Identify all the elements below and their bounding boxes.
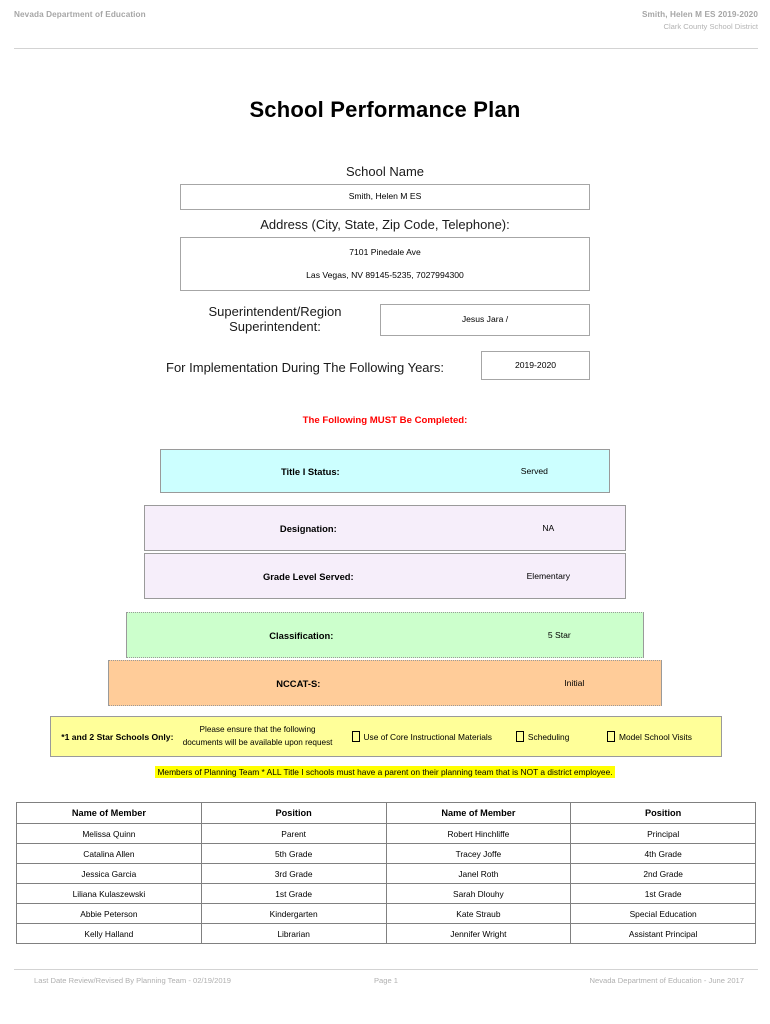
table-row[interactable]: Kelly Halland Librarian Jennifer Wright … [16,923,756,944]
member-name: Sarah Dlouhy [385,883,572,904]
status-label-classification: Classification: [269,629,334,641]
table-row[interactable]: Abbie Peterson Kindergarten Kate Straub … [16,903,756,924]
header-divider [14,48,758,49]
member-name: Tracey Joffe [385,843,572,864]
header-agency-name: Nevada Department of Education [14,10,146,19]
status-bar-classification[interactable]: Classification: 5 Star [126,612,644,658]
address-line-1: 7101 Pinedale Ave [349,247,421,258]
footer-divider [14,969,758,970]
status-label-designation: Designation: [279,522,337,534]
checkbox-row-core-materials[interactable]: Use of Core Instructional Materials [351,731,512,742]
school-name-value: Smith, Helen M ES [348,191,422,202]
checkbox-icon-core-materials[interactable] [351,731,360,742]
column-header-name-2: Name of Member [385,802,572,824]
table-row[interactable]: Catalina Allen 5th Grade Tracey Joffe 4t… [16,843,756,864]
status-bar-title-i[interactable]: Title I Status: Served [160,449,610,493]
status-value-title-i: Served [520,466,548,476]
address-field[interactable]: 7101 Pinedale Ave Las Vegas, NV 89145-52… [180,237,590,291]
member-name: Janel Roth [385,863,572,884]
footer-last-review-date: Last Date Review/Revised By Planning Tea… [34,976,231,985]
member-name: Robert Hinchliffe [385,823,572,844]
must-complete-notice: The Following MUST Be Completed: [302,415,468,426]
implementation-years-field[interactable]: 2019-2020 [481,351,590,380]
member-position: 1st Grade [570,883,756,904]
member-position: Kindergarten [200,903,387,924]
member-position: Special Education [570,903,756,924]
member-name: Abbie Peterson [16,903,202,924]
table-body: Melissa Quinn Parent Robert Hinchliffe P… [16,823,756,944]
implementation-years-label: For Implementation During The Following … [166,360,444,375]
member-position: Parent [200,823,387,844]
planning-team-banner-text: Members of Planning Team * ALL Title I s… [155,766,615,778]
header-school-year: Smith, Helen M ES 2019-2020 [641,10,758,19]
member-name: Kelly Halland [16,923,202,944]
planning-team-table: Name of Member Position Name of Member P… [16,802,756,944]
checkbox-icon-scheduling[interactable] [515,731,524,742]
document-footer: Page 1 Last Date Review/Revised By Plann… [14,976,758,990]
status-value-nccat-s: Initial [564,678,585,688]
column-header-name-1: Name of Member [16,802,202,824]
address-label: Address (City, State, Zip Code, Telephon… [260,217,510,232]
star-schools-note-line-2: documents will be available upon request [182,737,333,747]
superintendent-label: Superintendent/Region Superintendent: [208,304,342,334]
member-name: Melissa Quinn [16,823,202,844]
status-value-designation: NA [542,523,555,533]
column-header-position-1: Position [200,802,387,824]
status-label-nccat-s: NCCAT-S: [276,677,321,689]
member-position: Assistant Principal [570,923,756,944]
member-position: 1st Grade [200,883,387,904]
member-position: 5th Grade [200,843,387,864]
footer-source: Nevada Department of Education - June 20… [589,976,744,985]
page-title: School Performance Plan [249,97,521,122]
status-label-grade-level: Grade Level Served: [262,570,354,582]
checkbox-row-scheduling[interactable]: Scheduling [515,731,603,742]
table-row[interactable]: Jessica Garcia 3rd Grade Janel Roth 2nd … [16,863,756,884]
member-position: 2nd Grade [570,863,756,884]
header-school-info: Smith, Helen M ES 2019-2020 Clark County… [642,10,758,31]
school-name-label: School Name [345,164,425,179]
member-position: 4th Grade [570,843,756,864]
table-row[interactable]: Liliana Kulaszewski 1st Grade Sarah Dlou… [16,883,756,904]
superintendent-value: Jesus Jara / [461,314,509,325]
status-value-grade-level: Elementary [526,571,571,581]
checkbox-label-scheduling: Scheduling [527,731,570,742]
member-name: Liliana Kulaszewski [16,883,202,904]
member-position: 3rd Grade [200,863,387,884]
member-name: Catalina Allen [16,843,202,864]
superintendent-field[interactable]: Jesus Jara / [380,304,590,336]
status-label-title-i: Title I Status: [280,465,340,477]
implementation-years-value: 2019-2020 [514,359,557,370]
checkbox-label-core-materials: Use of Core Instructional Materials [363,731,492,742]
member-name: Kate Straub [385,903,572,924]
header-district: Clark County School District [663,22,758,31]
checkbox-icon-model-school-visits[interactable] [607,731,615,742]
member-position: Principal [570,823,756,844]
status-bar-grade-level[interactable]: Grade Level Served: Elementary [144,553,626,599]
footer-page-number: Page 1 [373,976,399,985]
status-bar-nccat-s[interactable]: NCCAT-S: Initial [108,660,662,706]
star-schools-panel: *1 and 2 Star Schools Only: Please ensur… [50,716,722,757]
school-name-field[interactable]: Smith, Helen M ES [180,184,590,210]
member-name: Jennifer Wright [385,923,572,944]
star-schools-note-line-1: Please ensure that the following [199,725,316,735]
star-schools-note: Please ensure that the following documen… [180,724,336,749]
planning-team-banner: Members of Planning Team * ALL Title I s… [0,766,770,778]
status-value-classification: 5 Star [547,630,571,640]
member-name: Jessica Garcia [16,863,202,884]
column-header-position-2: Position [570,802,756,824]
member-position: Librarian [200,923,387,944]
document-header: Nevada Department of Education Smith, He… [14,10,758,50]
star-schools-title: *1 and 2 Star Schools Only: [61,731,174,742]
checkbox-row-model-school-visits[interactable]: Model School Visits [607,731,717,742]
status-bar-designation[interactable]: Designation: NA [144,505,626,551]
address-line-2: Las Vegas, NV 89145-5235, 7027994300 [306,269,464,280]
table-row[interactable]: Melissa Quinn Parent Robert Hinchliffe P… [16,823,756,844]
checkbox-label-model-school-visits: Model School Visits [619,731,692,742]
table-header-row: Name of Member Position Name of Member P… [16,802,756,824]
